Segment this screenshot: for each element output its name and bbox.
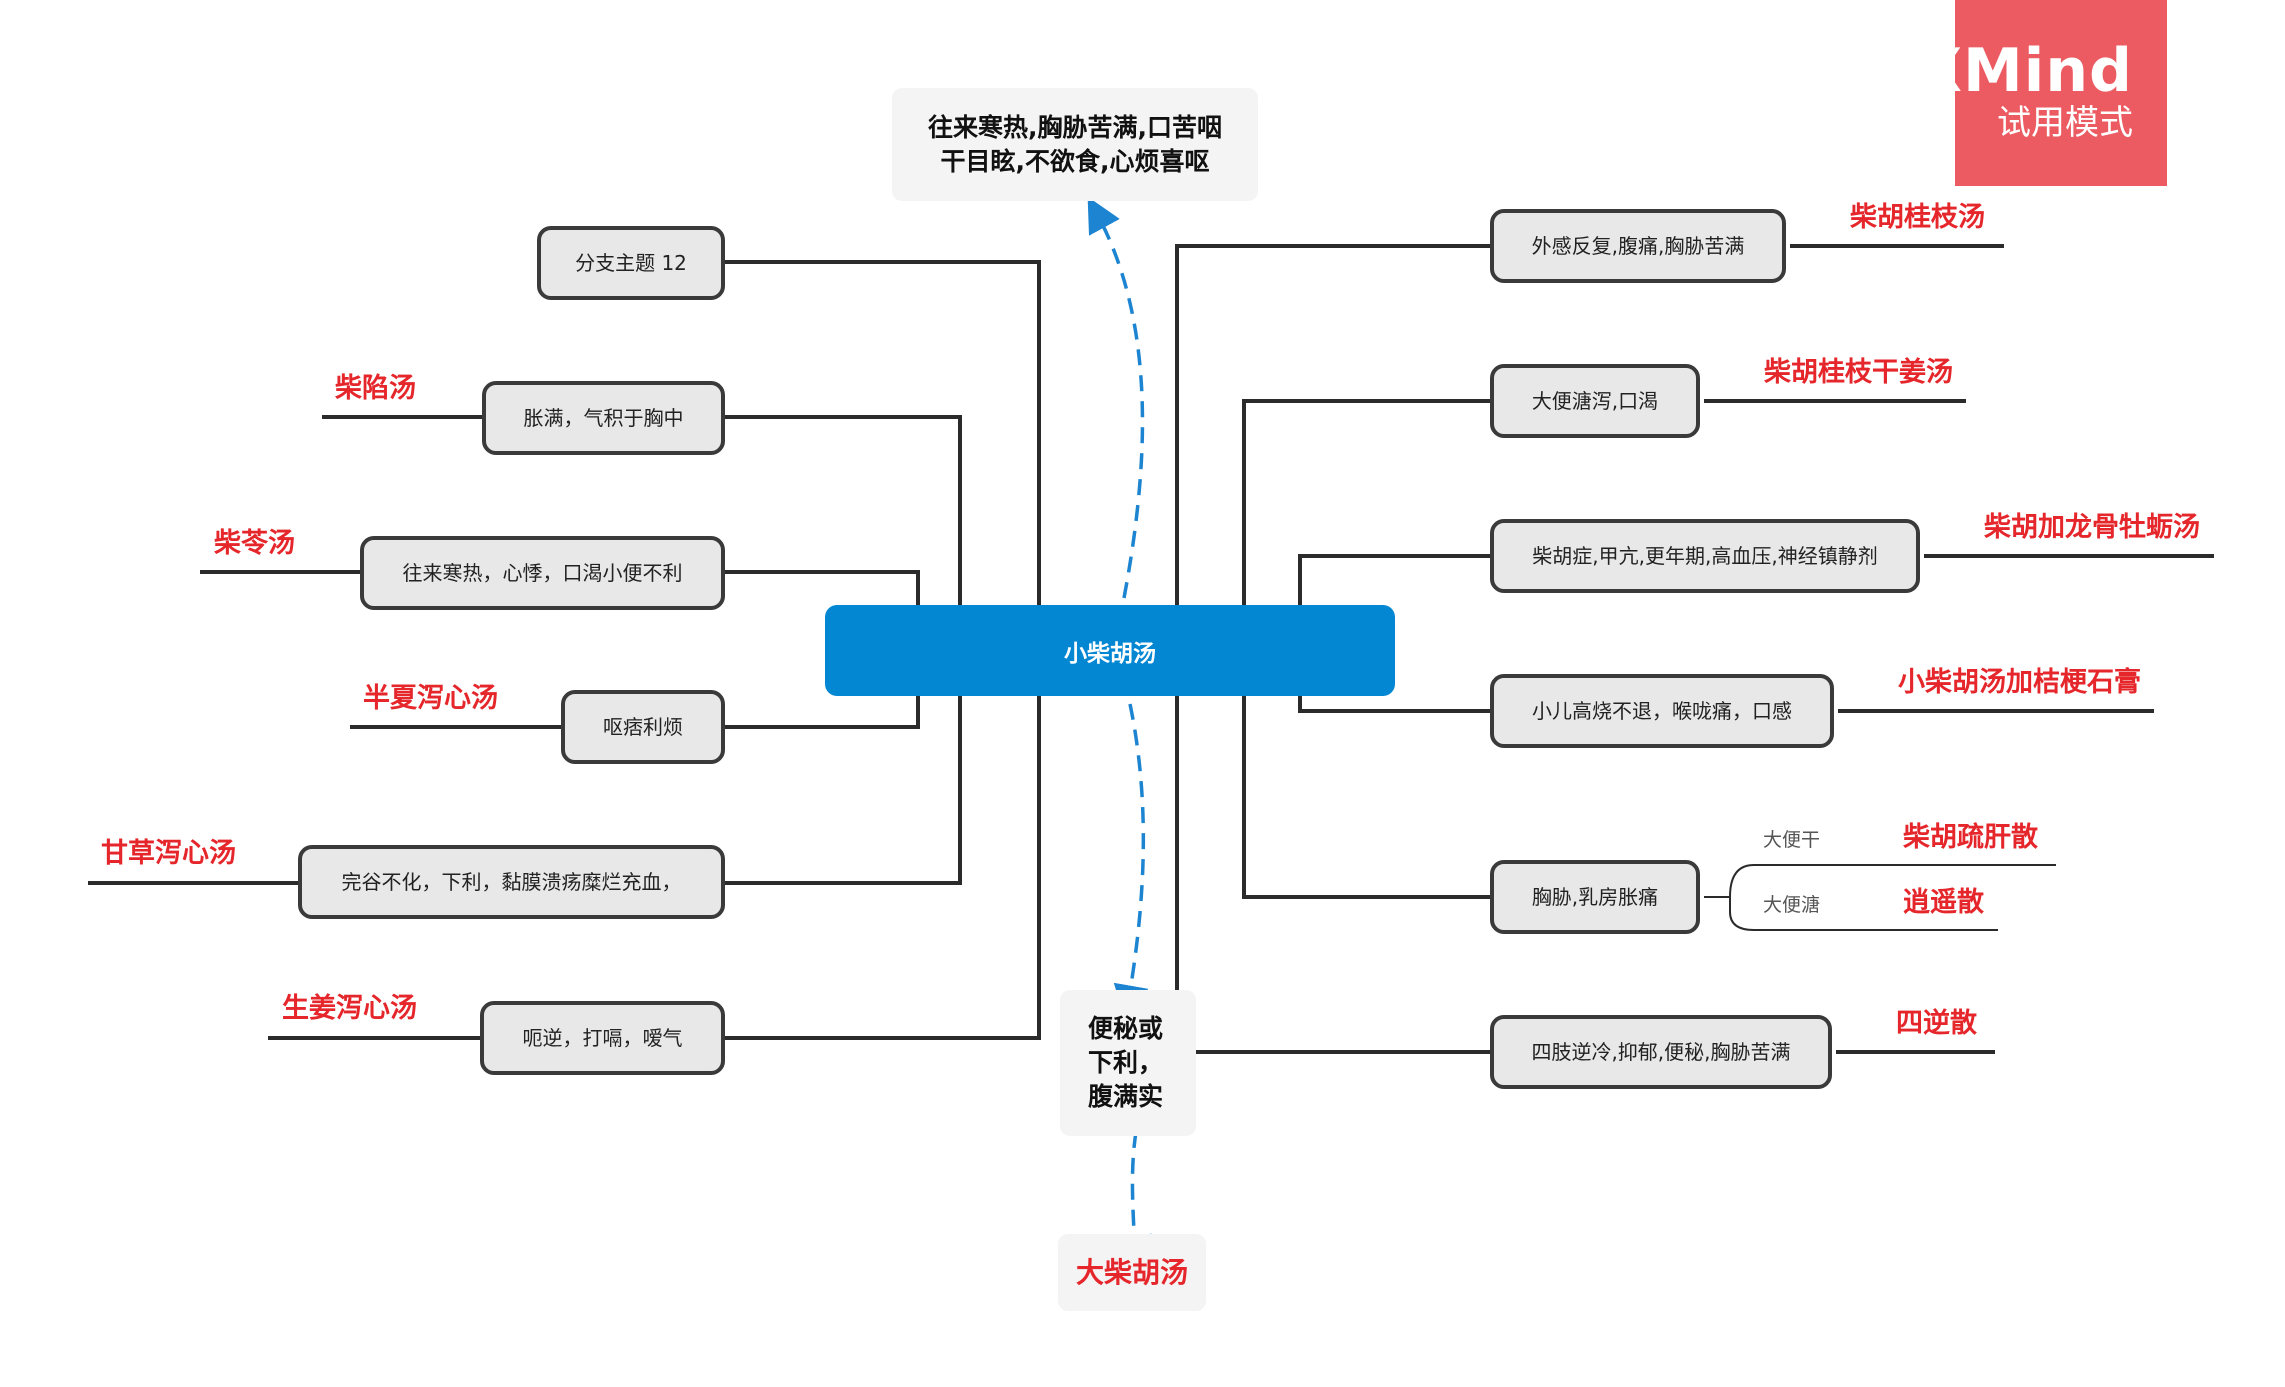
note-top-line-2: 干目眩,不欲食,心烦喜呕 [940,146,1210,176]
sub-condition-2[interactable]: 大便溏 [1763,894,1821,916]
left-connector-5 [723,690,962,885]
note-bottom-line-3: 腹满实 [1088,1081,1164,1111]
sub-label-2[interactable]: 逍遥散 [1903,887,1984,918]
right-topic-2[interactable]: 大便溏泻,口渴 [1490,364,1700,438]
left-topic-6[interactable]: 呃逆，打嗝，嗳气 [480,1001,725,1075]
right-connector-3 [1298,554,1500,610]
right-connector-4 [1298,690,1500,713]
left-connector-2 [723,415,962,610]
right-label-1[interactable]: 柴胡桂枝汤 [1850,202,1985,233]
left-topic-3[interactable]: 往来寒热，心悸，口渴小便不利 [360,536,725,610]
left-connector-3 [723,570,920,610]
sub-label-1[interactable]: 柴胡疏肝散 [1903,822,2038,853]
sub-connector-1 [1704,864,2056,898]
left-label-6[interactable]: 生姜泻心汤 [282,993,417,1024]
left-topic-3-label: 往来寒热，心悸，口渴小便不利 [402,561,683,585]
left-label-5[interactable]: 甘草泻心汤 [101,838,236,869]
note-result-dachaihu[interactable]: 大柴胡汤 [1058,1234,1206,1311]
right-topic-3-label: 柴胡症,甲亢,更年期,高血压,神经镇静剂 [1532,544,1878,568]
left-topic-1[interactable]: 分支主题 12 [537,226,725,300]
left-topic-4-label: 呕痞利烦 [603,715,683,739]
left-connector-4 [723,690,920,729]
left-topic-2-label: 胀满，气积于胸中 [523,406,684,430]
central-topic[interactable]: 小柴胡汤 [825,605,1395,696]
right-topic-4-label: 小儿高烧不退，喉咙痛，口感 [1532,699,1792,723]
left-connector-1 [723,260,1041,610]
right-topic-1-label: 外感反复,腹痛,胸胁苦满 [1531,234,1745,258]
right-label-6[interactable]: 四逆散 [1896,1008,1977,1039]
right-topic-5[interactable]: 胸胁,乳房胀痛 [1490,860,1700,934]
right-topic-6[interactable]: 四肢逆冷,抑郁,便秘,胸胁苦满 [1490,1015,1832,1089]
right-label-4[interactable]: 小柴胡汤加桔梗石膏 [1898,667,2141,698]
xmind-trial-watermark: XMind 试用模式 [1916,0,2167,186]
central-topic-label: 小柴胡汤 [1064,640,1156,667]
sub-connector-2 [1729,897,1998,931]
left-topic-4[interactable]: 呕痞利烦 [561,690,725,764]
right-topic-1[interactable]: 外感反复,腹痛,胸胁苦满 [1490,209,1786,283]
note-bottom-line-2: 下利， [1088,1048,1164,1078]
left-label-4[interactable]: 半夏泻心汤 [363,683,498,714]
right-connector-1 [1175,244,1500,610]
note-result-label: 大柴胡汤 [1075,1255,1188,1289]
right-label-2[interactable]: 柴胡桂枝干姜汤 [1764,357,1953,388]
trial-mode-text: 试用模式 [1997,102,2133,143]
left-topic-2[interactable]: 胀满，气积于胸中 [482,381,725,455]
right-topic-4[interactable]: 小儿高烧不退，喉咙痛，口感 [1490,674,1834,748]
left-label-2[interactable]: 柴陷汤 [335,373,416,404]
left-topic-6-label: 呃逆，打嗝，嗳气 [522,1026,683,1050]
right-connector-5 [1242,690,1500,899]
note-bottom-line-1: 便秘或 [1088,1014,1164,1044]
left-label-3[interactable]: 柴苓汤 [214,528,295,559]
right-label-3[interactable]: 柴胡加龙骨牡蛎汤 [1984,512,2200,543]
right-topic-5-label: 胸胁,乳房胀痛 [1531,885,1659,909]
relation-arrow-down-1 [1113,703,1149,1021]
note-bottom-condition[interactable]: 便秘或 下利， 腹满实 [1060,990,1196,1136]
note-top-symptoms[interactable]: 往来寒热,胸胁苦满,口苦咽 干目眩,不欲食,心烦喜呕 [892,88,1258,201]
left-topic-5-label: 完谷不化，下利，黏膜溃疡糜烂充血， [341,870,682,894]
right-topic-6-label: 四肢逆冷,抑郁,便秘,胸胁苦满 [1531,1040,1791,1064]
right-topic-3[interactable]: 柴胡症,甲亢,更年期,高血压,神经镇静剂 [1490,519,1920,593]
sub-condition-1[interactable]: 大便干 [1763,829,1821,851]
left-topic-1-label: 分支主题 12 [575,251,687,275]
xmind-logo: XMind [1915,35,2133,106]
right-connector-6 [1175,690,1500,1054]
right-connector-2 [1242,399,1500,610]
left-topic-5[interactable]: 完谷不化，下利，黏膜溃疡糜烂充血， [298,845,725,919]
right-topic-2-label: 大便溏泻,口渴 [1531,389,1659,413]
note-top-line-1: 往来寒热,胸胁苦满,口苦咽 [928,112,1222,142]
relation-arrow-up [1087,196,1145,599]
left-connector-6 [723,690,1041,1040]
